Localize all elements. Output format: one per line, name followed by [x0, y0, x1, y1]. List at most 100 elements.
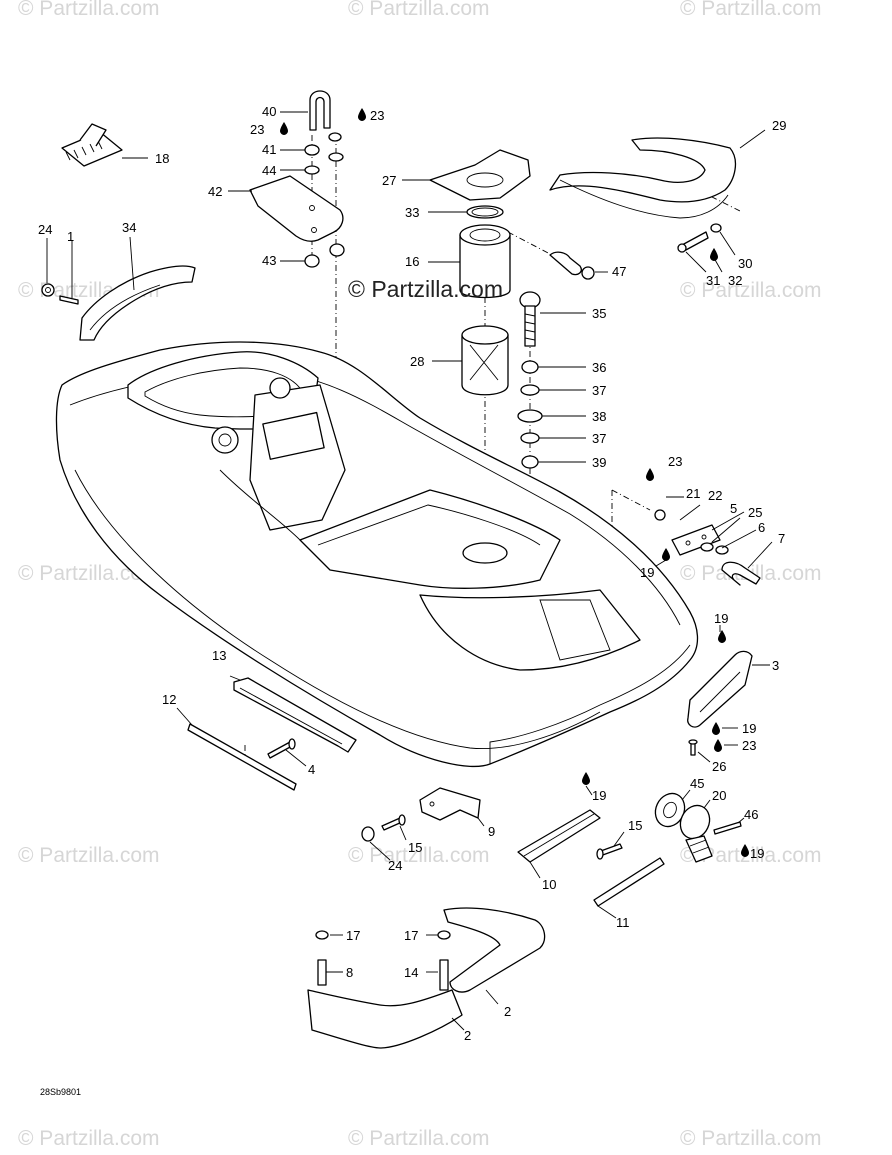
part-41-nut — [304, 132, 342, 156]
callout-6: 6 — [758, 520, 765, 535]
callout-31: 31 — [706, 273, 720, 288]
callout-26: 26 — [712, 759, 726, 774]
part-27-column-cap — [429, 149, 531, 201]
watermark: © Partzilla.com — [18, 0, 160, 20]
drop-icon — [712, 722, 720, 735]
part-28-sleeve — [461, 325, 509, 396]
watermark: © Partzilla.com — [680, 279, 822, 302]
callout-34: 34 — [122, 220, 136, 235]
watermark: © Partzilla.com — [680, 1127, 822, 1150]
callout-2: 2 — [464, 1028, 471, 1043]
center-watermark: © Partzilla.com — [348, 276, 503, 302]
callout-28: 28 — [410, 354, 424, 369]
watermark: © Partzilla.com — [348, 0, 490, 20]
part-45-gasket — [654, 792, 686, 828]
watermark: © Partzilla.com — [348, 1127, 490, 1150]
callout-46: 46 — [744, 807, 758, 822]
part-8-screw — [317, 959, 327, 986]
callout-12: 12 — [162, 692, 176, 707]
part-47-clip-pin — [549, 251, 595, 280]
callout-15: 15 — [628, 818, 642, 833]
callout-20: 20 — [712, 788, 726, 803]
callout-7: 7 — [778, 531, 785, 546]
callout-2: 2 — [504, 1004, 511, 1019]
callout-18: 18 — [155, 151, 169, 166]
callout-35: 35 — [592, 306, 606, 321]
callouts: 18 40 23 23 41 44 42 43 27 33 16 28 47 3… — [38, 104, 786, 1043]
part-29-handle-bar — [549, 137, 737, 219]
leader-lines — [46, 111, 773, 1031]
drop-icon — [662, 548, 670, 561]
callout-45: 45 — [690, 776, 704, 791]
part-17-cap — [315, 930, 451, 940]
part-24b-cap — [361, 826, 375, 842]
part-11-rod — [593, 857, 665, 907]
part-26-screw — [688, 739, 698, 756]
callout-21: 21 — [686, 486, 700, 501]
callout-24: 24 — [38, 222, 52, 237]
callout-11: 11 — [616, 915, 630, 930]
part-2-plate-left — [307, 989, 463, 1049]
callout-16: 16 — [405, 254, 419, 269]
part-42-plate — [249, 175, 344, 242]
callout-23: 23 — [370, 108, 384, 123]
drop-icon — [741, 844, 749, 857]
callout-25: 25 — [748, 505, 762, 520]
callout-4: 4 — [308, 762, 315, 777]
callout-27: 27 — [382, 173, 396, 188]
part-24-nut — [41, 283, 55, 297]
part-2-plate-right — [443, 907, 546, 993]
drop-icon — [582, 772, 590, 785]
watermark: © Partzilla.com — [18, 1127, 160, 1150]
callout-29: 29 — [772, 118, 786, 133]
watermark: © Partzilla.com — [680, 0, 822, 20]
callout-17: 17 — [404, 928, 418, 943]
part-40-u-bolt — [309, 90, 331, 131]
callout-14: 14 — [404, 965, 418, 980]
callout-36: 36 — [592, 360, 606, 375]
callout-19: 19 — [750, 846, 764, 861]
callout-44: 44 — [262, 163, 276, 178]
part-9-bracket — [419, 787, 481, 821]
part-46-screw — [713, 821, 742, 835]
part-20-drain-plug — [679, 804, 713, 863]
callout-10: 10 — [542, 877, 556, 892]
callout-1: 1 — [67, 229, 74, 244]
callout-19: 19 — [742, 721, 756, 736]
part-15-rivet — [381, 814, 406, 831]
callout-43: 43 — [262, 253, 276, 268]
part-44-washer — [304, 152, 344, 175]
part-3-bumper — [687, 650, 753, 728]
part-36-nut — [521, 360, 539, 374]
callout-32: 32 — [728, 273, 742, 288]
part-13-rail — [233, 677, 357, 753]
callout-47: 47 — [612, 264, 626, 279]
part-15b-rivet — [596, 843, 623, 860]
callout-17: 17 — [346, 928, 360, 943]
callout-40: 40 — [262, 104, 276, 119]
watermark: © Partzilla.com — [348, 844, 490, 867]
callout-15: 15 — [408, 840, 422, 855]
part-34-handle — [79, 265, 196, 341]
callout-41: 41 — [262, 142, 276, 157]
watermark: © Partzilla.com — [18, 562, 160, 585]
callout-38: 38 — [592, 409, 606, 424]
drop-icon — [358, 108, 366, 121]
part-21-nut — [654, 509, 666, 521]
part-25-washer — [700, 542, 714, 552]
part-43-nut — [304, 243, 345, 268]
part-10-rail — [517, 809, 601, 863]
callout-5: 5 — [730, 501, 737, 516]
drawing-code: 28Sb9801 — [40, 1087, 81, 1097]
callout-13: 13 — [212, 648, 226, 663]
callout-39: 39 — [592, 455, 606, 470]
sealant-drops — [280, 108, 749, 857]
callout-37: 37 — [592, 431, 606, 446]
callout-24: 24 — [388, 858, 402, 873]
part-39-nut — [521, 455, 539, 469]
part-6-washer — [715, 545, 729, 555]
drop-icon — [646, 468, 654, 481]
part-30-washer — [710, 223, 722, 233]
part-35-bolt — [519, 291, 541, 347]
part-22-plate — [671, 524, 721, 556]
